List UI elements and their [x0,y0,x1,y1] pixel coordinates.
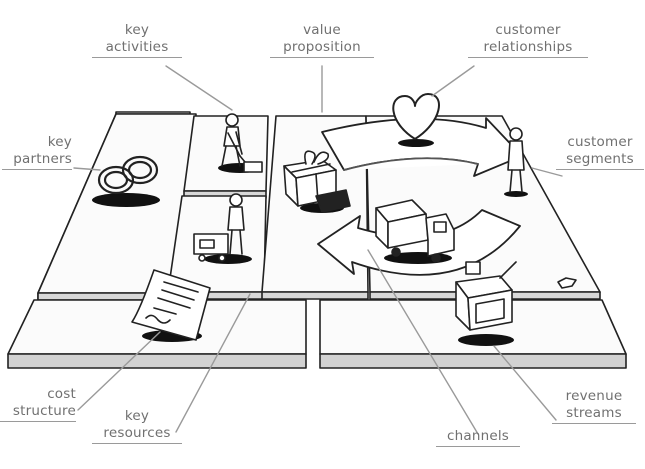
label-value-proposition: value proposition [270,22,374,58]
label-key-activities: key activities [92,22,182,58]
label-value-proposition-line1: value [303,22,341,38]
label-customer-relationships-line2: relationships [468,39,588,58]
label-value-proposition-line2: proposition [270,39,374,58]
rings-icon [97,155,159,195]
label-key-resources-line1: key [124,408,150,424]
leader-lines [73,65,563,435]
label-key-resources: key resources [92,408,182,444]
label-customer-segments-line1: customer [567,134,633,150]
label-customer-relationships-line1: customer [495,22,561,38]
label-key-partners-line2: partners [2,151,72,170]
label-customer-segments: customer segments [556,134,644,170]
label-key-partners: key partners [2,134,72,170]
customer-person-icon [507,127,525,193]
label-customer-relationships: customer relationships [468,22,588,58]
label-cost-structure: cost structure [0,386,76,422]
label-customer-segments-line2: segments [556,151,644,170]
label-revenue-streams-line2: streams [552,405,636,424]
label-key-resources-line2: resources [92,425,182,444]
worker-cart-icon [193,193,245,262]
label-cost-structure-line1: cost [47,386,76,402]
label-key-activities-line2: activities [92,39,182,58]
truck-icon [375,199,455,263]
gift-box-icon [283,150,351,213]
label-key-activities-line1: key [124,22,150,38]
relationship-arrow-loop [317,117,523,276]
document-icon [131,269,211,341]
label-key-partners-line1: key [47,134,72,150]
heart-icon [392,93,440,140]
worker-shovel-icon [221,113,263,173]
label-cost-structure-line2: structure [0,403,76,422]
label-revenue-streams-line1: revenue [565,388,623,404]
label-channels: channels [436,428,520,447]
label-revenue-streams: revenue streams [552,388,636,424]
cash-register-icon [455,261,517,331]
pointing-hand-icon [557,277,577,289]
label-channels-line1: channels [436,428,520,447]
